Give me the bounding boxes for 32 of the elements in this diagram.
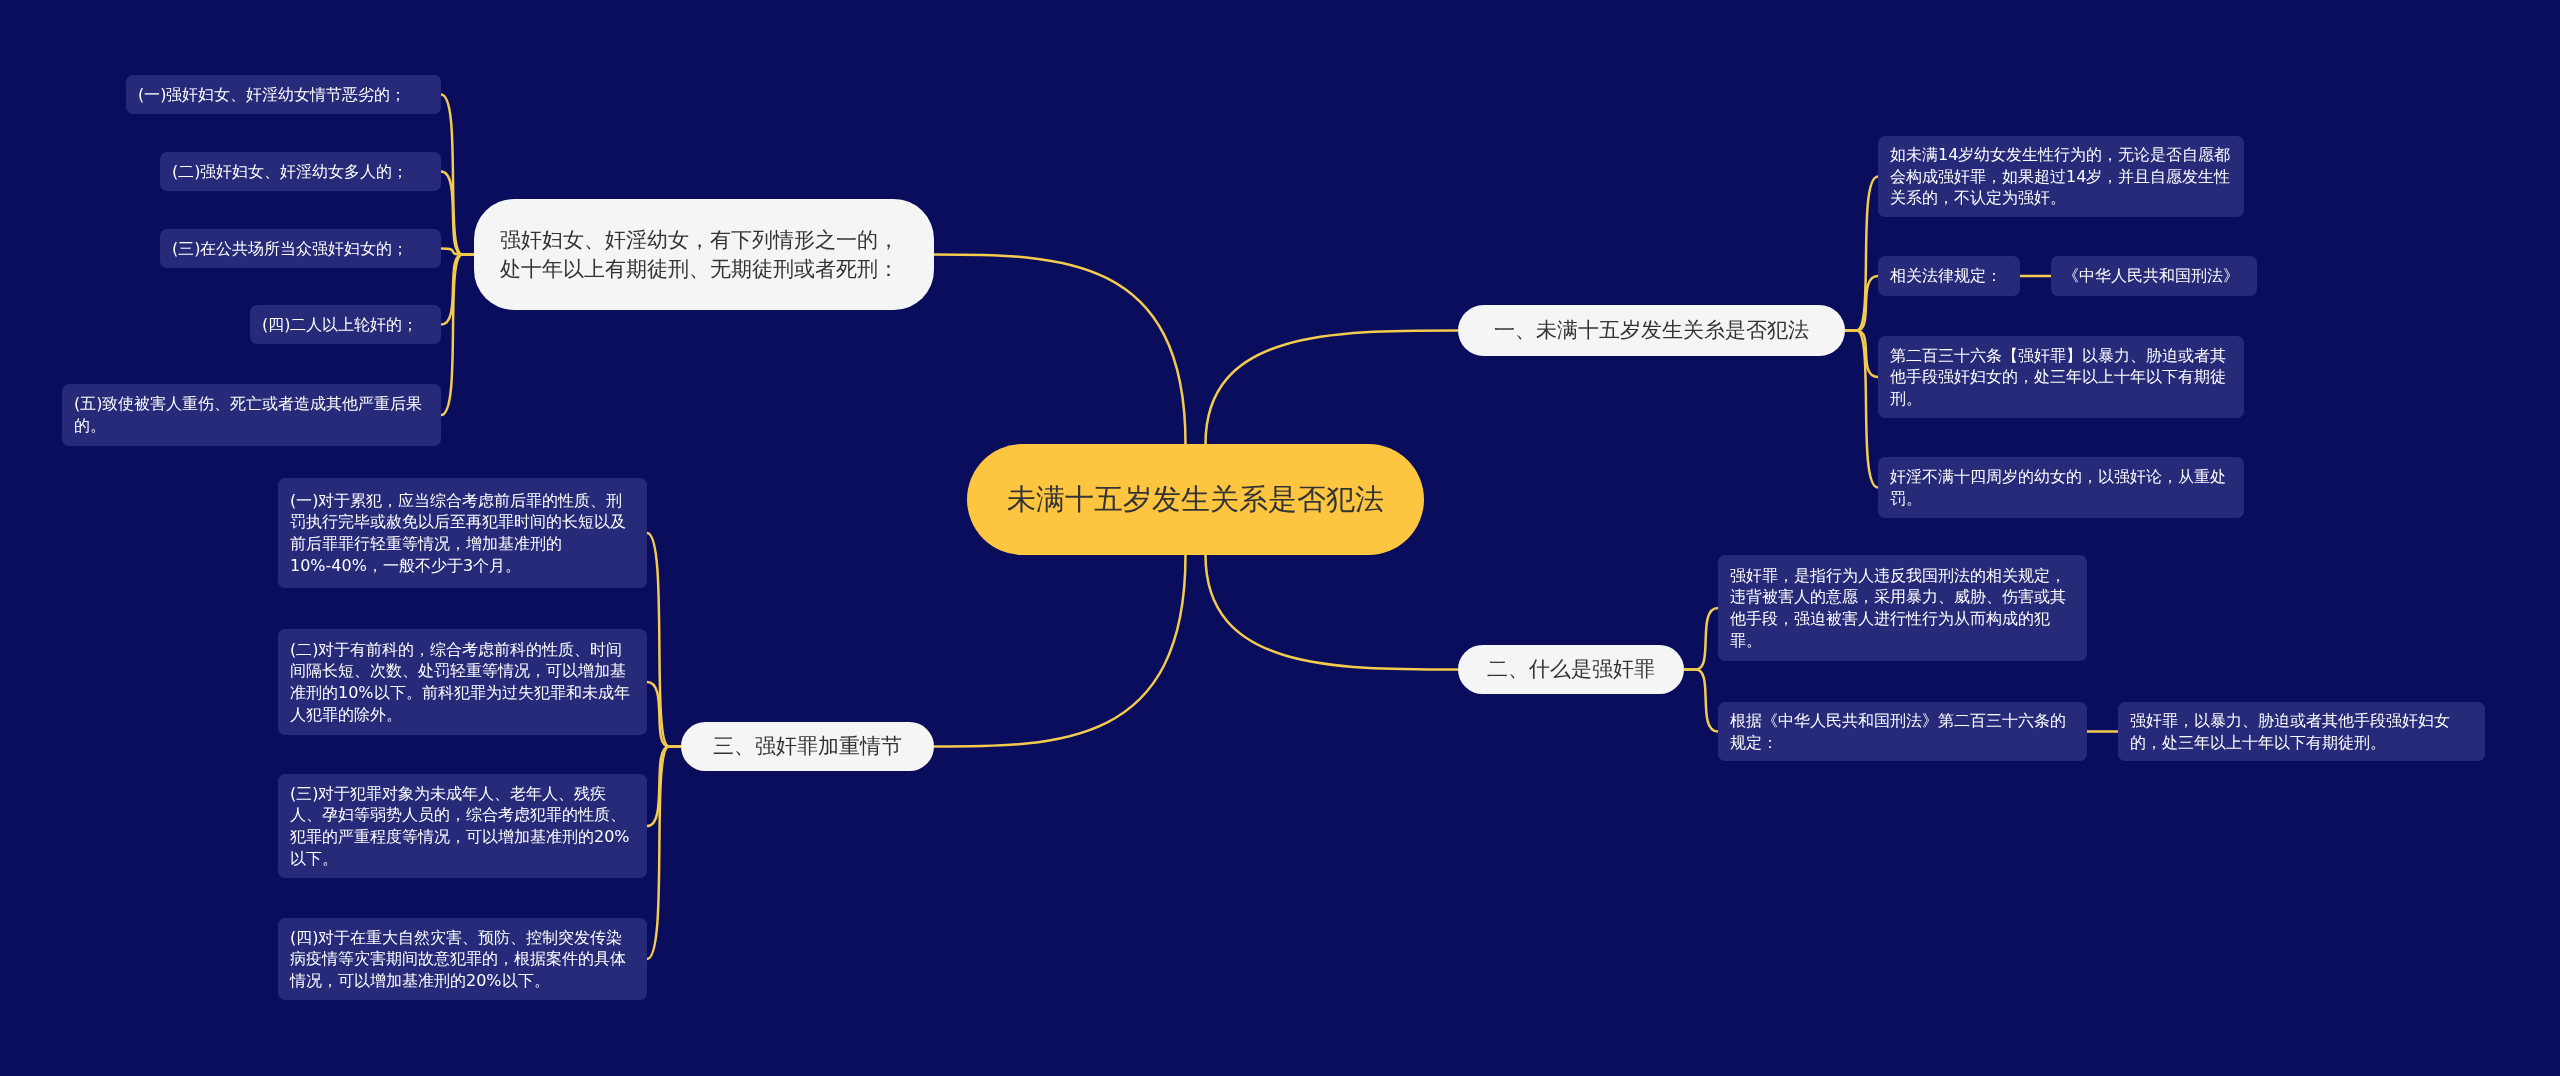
subtopic-box: (一)对于累犯，应当综合考虑前后罪的性质、刑罚执行完毕或赦免以后至再犯罪时间的长短以及前后罪罪行轻重等情况，增加基准刑的10%-40%，一般不少于3个月。 (278, 478, 647, 588)
connector (2087, 730, 2118, 733)
subtopic-box: 相关法律规定： (1878, 256, 2020, 296)
connector (1684, 668, 1719, 733)
subtopic-box: 第二百三十六条【强奸罪】以暴力、胁迫或者其他手段强奸妇女的，处三年以上十年以下有期徒刑。 (1878, 336, 2244, 418)
subtopic-box: (四)对于在重大自然灾害、预防、控制突发传染病疫情等灾害期间故意犯罪的，根据案件的具体情况，可以增加基准刑的20%以下。 (278, 918, 647, 1000)
connector (934, 554, 1187, 748)
connector (934, 253, 1187, 445)
subtopic-box: (二)强奸妇女、奸淫幼女多人的； (160, 152, 441, 191)
connector (646, 745, 681, 960)
subtopic-box: 奸淫不满十四周岁的幼女的，以强奸论，从重处罚。 (1878, 457, 2244, 518)
subtopic-box: (三)对于犯罪对象为未成年人、老年人、残疾人、孕妇等弱势人员的，综合考虑犯罪的性质、犯罪的严重程度等情况，可以增加基准刑的20%以下。 (278, 774, 647, 878)
central-topic: 未满十五岁发生关系是否犯法 (967, 444, 1424, 555)
topic-box: 三、强奸罪加重情节 (681, 722, 934, 771)
subtopic-box: 《中华人民共和国刑法》 (2051, 256, 2257, 296)
subtopic-box: 根据《中华人民共和国刑法》第二百三十六条的规定： (1718, 702, 2087, 761)
connector (440, 253, 474, 417)
topic-box: 一、未满十五岁发生关糸是否犯法 (1458, 305, 1845, 356)
connector (2020, 274, 2051, 278)
subtopic-box: (一)强奸妇女、奸淫幼女情节恶劣的； (126, 75, 441, 114)
subtopic-box: (五)致使被害人重伤、死亡或者造成其他严重后果的。 (62, 384, 441, 446)
subtopic-box: (三)在公共场所当众强奸妇女的； (160, 229, 441, 268)
connector (1845, 329, 1879, 489)
subtopic-box: (二)对于有前科的，综合考虑前科的性质、时间间隔长短、次数、处罚轻重等情况，可以增加基准刑的10%以下。前科犯罪为过失犯罪和未成年人犯罪的除外。 (278, 629, 647, 735)
connector (1204, 329, 1458, 445)
subtopic-box: (四)二人以上轮奸的； (250, 305, 441, 344)
topic-box: 强奸妇女、奸淫幼女，有下列情形之一的，处十年以上有期徒刑、无期徒刑或者死刑： (474, 199, 934, 310)
topic-box: 二、什么是强奸罪 (1458, 645, 1684, 694)
connector (1204, 554, 1458, 671)
subtopic-box: 强奸罪，以暴力、胁迫或者其他手段强奸妇女的，处三年以上十年以下有期徒刑。 (2118, 702, 2485, 761)
subtopic-box: 强奸罪，是指行为人违反我国刑法的相关规定，违背被害人的意愿，采用暴力、威胁、伤害或其他手段，强迫被害人进行性行为从而构成的犯罪。 (1718, 555, 2087, 661)
subtopic-box: 如未满14岁幼女发生性行为的，无论是否自愿都会构成强奸罪，如果超过14岁，并且自愿发生性关系的，不认定为强奸。 (1878, 136, 2244, 217)
